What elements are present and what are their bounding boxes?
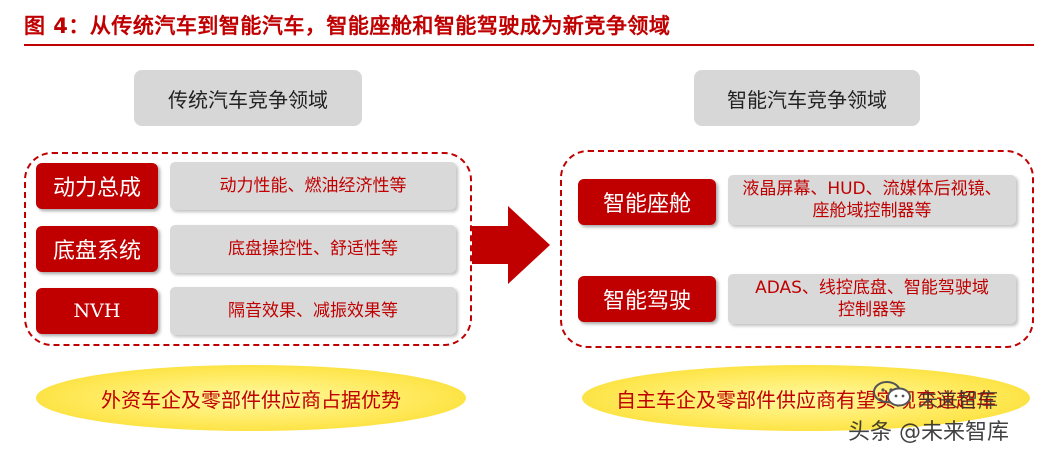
right-footer-oval: 自主车企及零部件供应商有望实现弯道超车 [582,365,1030,431]
left-tag-nvh: NVH [36,288,158,334]
right-panel [560,150,1034,348]
left-desc-chassis: 底盘操控性、舒适性等 [170,225,456,273]
title-divider [24,44,1034,46]
left-footer-oval: 外资车企及零部件供应商占据优势 [36,365,466,431]
left-footer-label: 外资车企及零部件供应商占据优势 [101,387,401,412]
right-heading-label: 智能汽车竞争领域 [727,87,887,112]
watermark-account: 未来智库 [918,388,998,412]
wechat-icon [873,381,911,407]
left-heading: 传统汽车竞争领域 [134,70,362,126]
left-tag-chassis: 底盘系统 [36,226,158,272]
right-arrow-icon [472,206,550,284]
right-desc-cockpit: 液晶屏幕、HUD、流媒体后视镜、 座舱域控制器等 [728,175,1016,225]
left-panel [24,152,472,346]
right-tag-driving: 智能驾驶 [578,276,716,322]
watermark-source: 头条 @未来智库 [848,420,1009,445]
figure-title: 图 4：从传统汽车到智能汽车，智能座舱和智能驾驶成为新竞争领域 [24,14,671,38]
right-heading: 智能汽车竞争领域 [694,70,920,126]
left-desc-powertrain: 动力性能、燃油经济性等 [170,162,456,210]
left-heading-label: 传统汽车竞争领域 [168,87,328,112]
right-footer-label: 自主车企及零部件供应商有望实现弯道超车 [616,387,996,412]
right-desc-driving: ADAS、线控底盘、智能驾驶域 控制器等 [728,274,1016,324]
left-tag-powertrain: 动力总成 [36,163,158,209]
left-desc-nvh: 隔音效果、减振效果等 [170,287,456,335]
right-tag-cockpit: 智能座舱 [578,179,716,225]
